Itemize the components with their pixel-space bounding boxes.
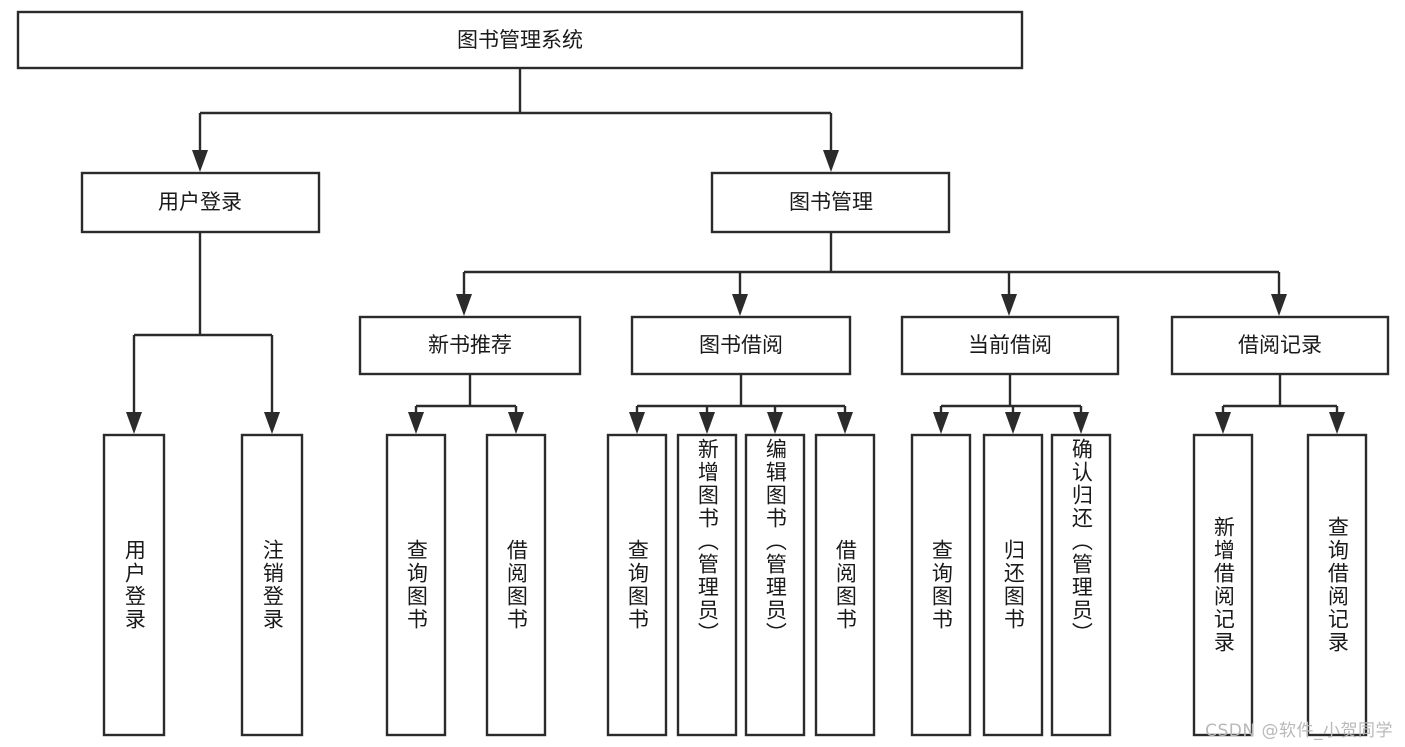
arrow-head-leaf-query-book-current	[933, 412, 949, 434]
arrow-head-borrow-record	[1271, 294, 1287, 316]
arrow-head-new-book-recommend	[456, 294, 472, 316]
node-borrow-record[interactable]: 借阅记录	[1170, 315, 1390, 376]
arrow-head-leaf-add-book-admin	[699, 412, 715, 434]
leaf-box-add-borrow-record[interactable]	[1192, 433, 1254, 737]
node-book-borrow-label: 图书借阅	[699, 333, 783, 357]
arrow-head-leaf-query-book-borrow	[629, 412, 645, 434]
connector-group-current-borrow	[933, 374, 1089, 434]
arrow-head-leaf-borrow-book-recommend	[508, 412, 524, 434]
arrow-head-leaf-query-borrow-record	[1329, 412, 1345, 434]
connector-group-new-book-recommend	[408, 374, 524, 434]
leaf-box-edit-book-admin[interactable]	[744, 433, 806, 737]
arrow-head-leaf-confirm-return-admin	[1073, 412, 1089, 434]
arrow-head-current-borrow	[1001, 294, 1017, 316]
arrow-head-leaf-logout	[264, 412, 280, 434]
node-book-borrow[interactable]: 图书借阅	[630, 315, 852, 376]
connector-group-user-login	[126, 232, 280, 434]
arrow-head-leaf-user-login	[126, 412, 142, 434]
node-book-borrow-box[interactable]	[630, 315, 852, 376]
connector-group-root	[192, 68, 839, 172]
node-current-borrow-box[interactable]	[900, 315, 1120, 376]
connector-group-borrow-record	[1215, 374, 1345, 434]
arrow-head-leaf-add-borrow-record	[1215, 412, 1231, 434]
leaf-box-query-borrow-record[interactable]	[1306, 433, 1368, 737]
node-user-login-label: 用户登录	[158, 190, 242, 214]
leaf-box-user-login[interactable]	[102, 433, 166, 737]
leaf-box-query-book-recommend[interactable]	[385, 433, 447, 737]
connector-group-book-borrow	[629, 374, 853, 434]
leaf-box-confirm-return-admin[interactable]	[1050, 433, 1112, 737]
node-book-management-box[interactable]	[710, 171, 951, 234]
node-borrow-record-label: 借阅记录	[1238, 333, 1322, 357]
leaf-boxes-group	[102, 433, 1368, 737]
leaf-box-query-book-borrow[interactable]	[606, 433, 668, 737]
arrow-head-leaf-query-book-recommend	[408, 412, 424, 434]
arrow-head-book-management	[823, 150, 839, 172]
arrow-head-leaf-borrow-book	[837, 412, 853, 434]
node-user-login[interactable]: 用户登录	[80, 171, 321, 234]
connector-group-book-management	[456, 232, 1287, 316]
node-book-management[interactable]: 图书管理	[710, 171, 951, 234]
node-root-box[interactable]	[16, 10, 1024, 70]
arrow-head-leaf-edit-book-admin	[767, 412, 783, 434]
node-current-borrow-label: 当前借阅	[968, 333, 1052, 357]
node-new-book-recommend-box[interactable]	[358, 315, 582, 376]
leaf-box-borrow-book[interactable]	[814, 433, 876, 737]
node-current-borrow[interactable]: 当前借阅	[900, 315, 1120, 376]
node-root-label: 图书管理系统	[457, 28, 583, 52]
watermark-text: CSDN @软件_小贺同学	[1205, 721, 1393, 741]
leaf-box-add-book-admin[interactable]	[676, 433, 738, 737]
leaf-box-borrow-book-recommend[interactable]	[485, 433, 547, 737]
node-user-login-box[interactable]	[80, 171, 321, 234]
node-new-book-recommend[interactable]: 新书推荐	[358, 315, 582, 376]
node-root[interactable]: 图书管理系统	[16, 10, 1024, 70]
arrow-head-book-borrow	[732, 294, 748, 316]
node-book-management-label: 图书管理	[789, 190, 873, 214]
leaf-box-logout[interactable]	[240, 433, 304, 737]
node-borrow-record-box[interactable]	[1170, 315, 1390, 376]
node-new-book-recommend-label: 新书推荐	[428, 333, 512, 357]
leaf-box-query-book-current[interactable]	[910, 433, 972, 737]
arrow-head-user-login	[192, 150, 208, 172]
arrow-head-leaf-return-book	[1005, 412, 1021, 434]
leaf-box-return-book[interactable]	[982, 433, 1044, 737]
